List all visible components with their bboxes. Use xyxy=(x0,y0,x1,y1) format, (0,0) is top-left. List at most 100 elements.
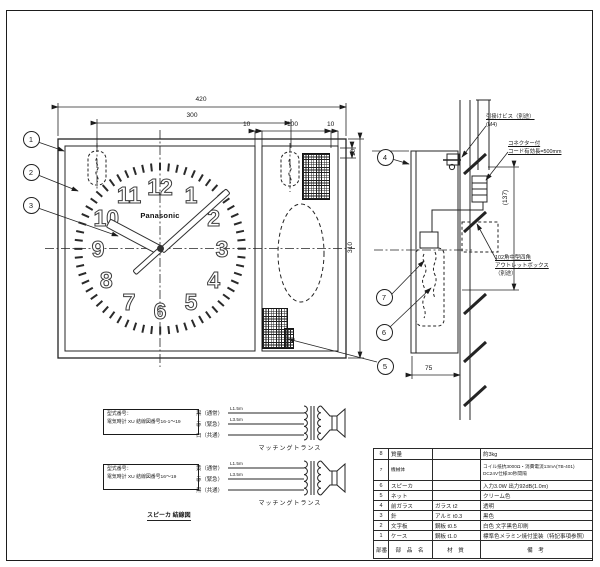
dim-overall-height: 310 xyxy=(347,241,355,254)
part-no: 3 xyxy=(373,510,389,521)
screw-size-label: (M4) xyxy=(486,121,498,128)
transformer-label-1: マッチングトランス xyxy=(258,446,322,452)
model-box-2-line1: 型式番号： xyxy=(107,467,132,472)
dim-side-height: (137) xyxy=(502,189,510,206)
dial-numeral: 9 xyxy=(91,235,105,262)
callout-3: 3 xyxy=(22,196,40,214)
wire-color-label: 黄（通常） xyxy=(196,466,223,472)
outlet-box-label-2: アウトレットボックス xyxy=(495,262,549,269)
dial-tick xyxy=(237,255,246,259)
dial-numeral: 8 xyxy=(99,266,113,293)
dial-numeral: 1 xyxy=(184,181,198,208)
outlet-box-label-3: （別途） xyxy=(495,270,517,277)
dial-tick xyxy=(237,238,246,242)
dimension-lines xyxy=(51,103,364,359)
wire-color-label: 白（共通） xyxy=(196,433,223,439)
wiring-model-box-2: 型式番号： 電気時計 XU 結線図番号16～19 xyxy=(103,464,199,490)
model-box-1-line2: 電気時計 XU 結線図番号16-1～19 xyxy=(107,420,181,426)
callout-4: 4 xyxy=(376,148,394,166)
speaker-grille-bottom-step xyxy=(284,328,294,349)
part-material: ガラス t2 xyxy=(432,500,481,511)
part-name: 質量 xyxy=(388,448,433,460)
callout-1: 1 xyxy=(22,130,40,148)
sheet-border xyxy=(6,10,593,561)
wire-color-label: 赤（緊急） xyxy=(196,422,223,428)
part-name: 針 xyxy=(388,510,433,521)
dial-numeral: 6 xyxy=(153,297,167,324)
callout-7: 7 xyxy=(375,288,393,306)
dial-tick xyxy=(74,247,82,250)
wire-color-label: 黒（通常） xyxy=(196,411,223,417)
part-name: スピーカ xyxy=(388,480,433,491)
dim-offset-left: 10 xyxy=(243,121,251,128)
part-remark: クリーム色 xyxy=(480,490,593,501)
connector-label: コネクター付 xyxy=(508,141,541,147)
dial-tick xyxy=(238,247,246,250)
part-remark: 黒色 xyxy=(480,510,593,521)
part-name: 機械体 xyxy=(388,459,433,481)
wire-color-label: 黒（共通） xyxy=(196,488,223,494)
part-no: 7 xyxy=(373,459,389,481)
part-name: 前ガラス xyxy=(388,500,433,511)
part-no: 8 xyxy=(373,448,389,460)
part-name: ケース xyxy=(388,530,433,541)
speaker-cone-outline xyxy=(277,203,325,303)
dial-numeral: 11 xyxy=(116,181,142,208)
part-remark: 入力3.0W 出力92dB(1.0m) xyxy=(480,480,593,491)
callout-2: 2 xyxy=(22,163,40,181)
part-material xyxy=(432,459,481,481)
wire-length-label: L3.5m xyxy=(230,472,243,477)
dim-overall-width: 420 xyxy=(195,96,207,103)
part-no: 1 xyxy=(373,530,389,541)
transformer-label-2: マッチングトランス xyxy=(258,501,322,507)
dim-speaker-width: 100 xyxy=(287,121,299,128)
header-remark: 備 考 xyxy=(480,540,593,559)
part-remark: コイル抵抗3000Ω・消費電流13mA(TB-401)DC24V仕様30秒間隔 xyxy=(480,459,593,481)
part-material xyxy=(432,480,481,491)
matching-transformer-symbol xyxy=(303,405,346,441)
dial-tick xyxy=(158,162,162,171)
speaker-grille-top xyxy=(302,153,330,200)
dial-numeral: 12 xyxy=(147,173,174,200)
dial-numeral: 3 xyxy=(215,235,229,262)
dial-tick xyxy=(158,326,162,335)
parts-header-row: 部番部 品 名材 質備 考 xyxy=(373,540,593,559)
part-no: 6 xyxy=(373,480,389,491)
part-material xyxy=(432,490,481,501)
dim-offset-right: 10 xyxy=(327,121,335,128)
callout-6: 6 xyxy=(375,323,393,341)
part-remark: 標準色メラミン焼付塗装（特記事項参照） xyxy=(480,530,593,541)
part-material: 鋼板 t0.5 xyxy=(432,520,481,531)
dial-numeral: 4 xyxy=(207,266,221,293)
part-material xyxy=(432,448,481,460)
cord-length-label: コード有効長=500mm xyxy=(508,148,562,155)
part-remark: 約3kg xyxy=(480,448,593,460)
part-name: 文字板 xyxy=(388,520,433,531)
part-remark: 透明 xyxy=(480,500,593,511)
header-part-no: 部番 xyxy=(373,540,389,559)
dial-tick xyxy=(74,238,83,242)
header-material: 材 質 xyxy=(432,540,481,559)
part-material: アルミ t0.3 xyxy=(432,510,481,521)
model-box-2-line2: 電気時計 XU 結線図番号16～19 xyxy=(107,475,177,481)
wire-length-label: L1.5m xyxy=(230,406,243,411)
part-no: 4 xyxy=(373,500,389,511)
dial-numeral: 7 xyxy=(122,289,136,316)
brand-logo: Panasonic xyxy=(140,211,180,220)
dim-hole-pitch: 300 xyxy=(186,112,198,119)
model-box-1-line1: 型式番号： xyxy=(107,412,132,417)
wire-color-label: 赤（緊急） xyxy=(196,477,223,483)
wiring-model-box-1: 型式番号： 電気時計 XU 結線図番号16-1～19 xyxy=(103,409,199,435)
header-part-name: 部 品 名 xyxy=(388,540,433,559)
part-no: 5 xyxy=(373,490,389,501)
part-name: ネット xyxy=(388,490,433,501)
